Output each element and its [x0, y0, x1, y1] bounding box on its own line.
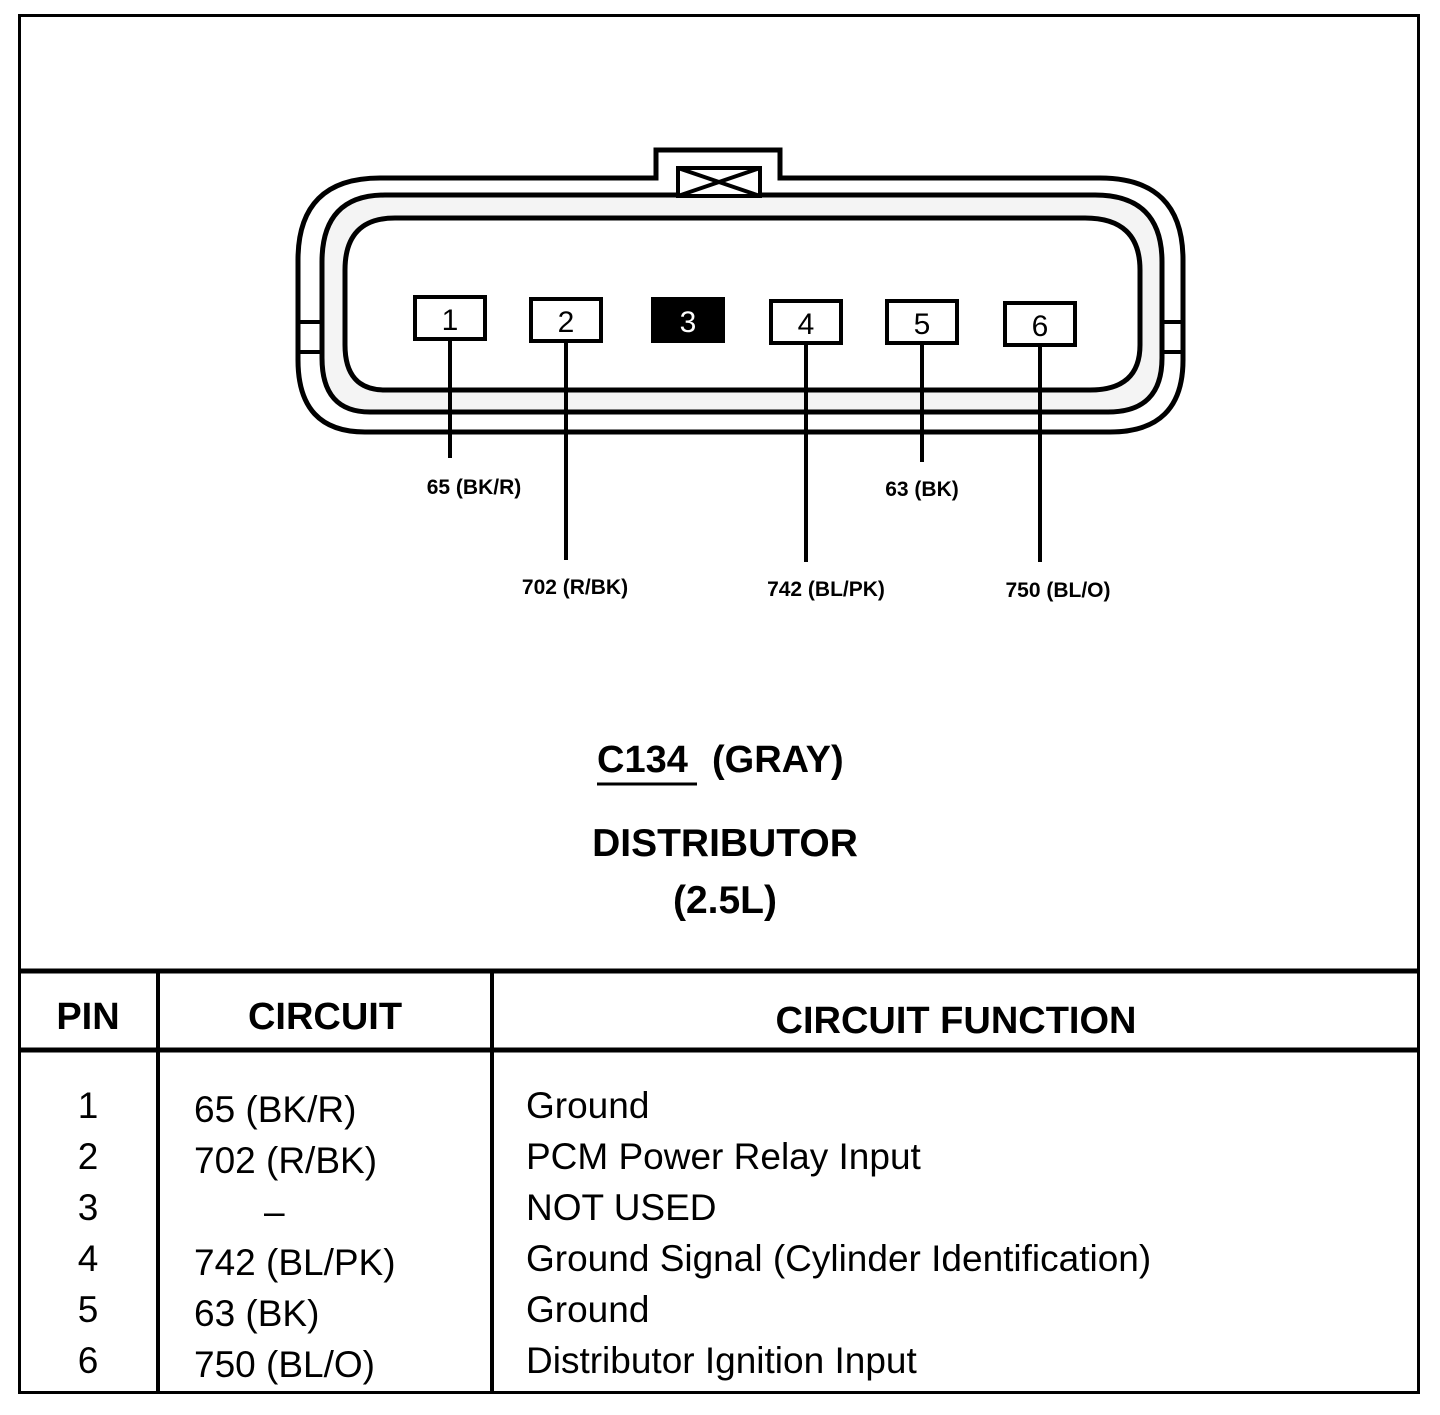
row-3-circuit: – [264, 1191, 285, 1232]
circuit-column: 65 (BK/R) 702 (R/BK) – 742 (BL/PK) 63 (BK) 75… [194, 1084, 396, 1390]
pin-6-number: 6 [1032, 310, 1049, 343]
pin-1-box [413, 295, 487, 341]
row-3-pin: 3 [77, 1187, 99, 1228]
connector-diagram: 1 65 (BK/R) 2 702 (R/BK) 3 4 742 (BL/PK) 5 63 (B… [295, 147, 1186, 922]
pin-column: 1 2 3 4 5 6 [18, 1080, 158, 1386]
connector-housing-inner [342, 215, 1143, 393]
header-circuit: CIRCUIT [247, 996, 403, 1038]
pin-table: PIN CIRCUIT CIRCUIT FUNCTION 1 2 3 4 5 6 65 (… [18, 968, 1420, 1394]
header-pin: PIN [56, 996, 120, 1038]
engine-size: (2.5L) [673, 879, 777, 922]
pin-2-wire-label: 702 (R/BK) [522, 576, 628, 599]
row-6-function: Distributor Ignition Input [526, 1340, 917, 1381]
pin-3-number: 3 [680, 306, 697, 339]
row-2-function: PCM Power Relay Input [526, 1136, 921, 1177]
diagram-frame [18, 14, 1420, 1394]
row-1-function: Ground [526, 1085, 650, 1126]
pin-group: 1 65 (BK/R) 2 702 (R/BK) 3 4 742 (BL/PK) 5 63 (B… [413, 295, 1111, 602]
pin-4-box [769, 299, 843, 345]
pin-6-box [1003, 301, 1077, 347]
pin-4-number: 4 [798, 308, 815, 341]
row-4-pin: 4 [77, 1238, 99, 1279]
row-6-circuit: 750 (BL/O) [194, 1344, 375, 1385]
connector-id: C134 [597, 739, 688, 781]
connector-color: (GRAY) [712, 739, 844, 781]
row-2-pin: 2 [77, 1136, 99, 1177]
row-1-circuit: 65 (BK/R) [194, 1089, 357, 1130]
row-6-pin: 6 [77, 1340, 99, 1381]
row-2-circuit: 702 (R/BK) [194, 1140, 378, 1181]
table-grid [18, 968, 1420, 1394]
latch-cross-2 [677, 166, 761, 198]
pin-3-box [651, 297, 725, 343]
component-name: DISTRIBUTOR [592, 822, 858, 865]
header-function: CIRCUIT FUNCTION [775, 1000, 1137, 1042]
row-4-circuit: 742 (BL/PK) [194, 1242, 396, 1283]
row-1-pin: 1 [77, 1085, 99, 1126]
pin-5-number: 5 [914, 308, 931, 341]
pin-1-number: 1 [442, 304, 459, 337]
row-3-function: NOT USED [526, 1187, 717, 1228]
row-5-circuit: 63 (BK) [194, 1293, 320, 1334]
row-4-function: Ground Signal (Cylinder Identification) [526, 1238, 1152, 1279]
pin-6-wire-label: 750 (BL/O) [1005, 579, 1110, 602]
pin-1-wire-label: 65 (BK/R) [427, 476, 522, 499]
pin-2-box [529, 297, 603, 343]
pin-2-number: 2 [558, 306, 575, 339]
row-5-pin: 5 [77, 1289, 99, 1330]
row-5-function: Ground [526, 1289, 650, 1330]
pin-4-wire-label: 742 (BL/PK) [767, 578, 885, 601]
connector-housing-outer [295, 147, 1186, 435]
pin-5-wire-label: 63 (BK) [885, 478, 959, 501]
pin-5-box [885, 299, 959, 345]
